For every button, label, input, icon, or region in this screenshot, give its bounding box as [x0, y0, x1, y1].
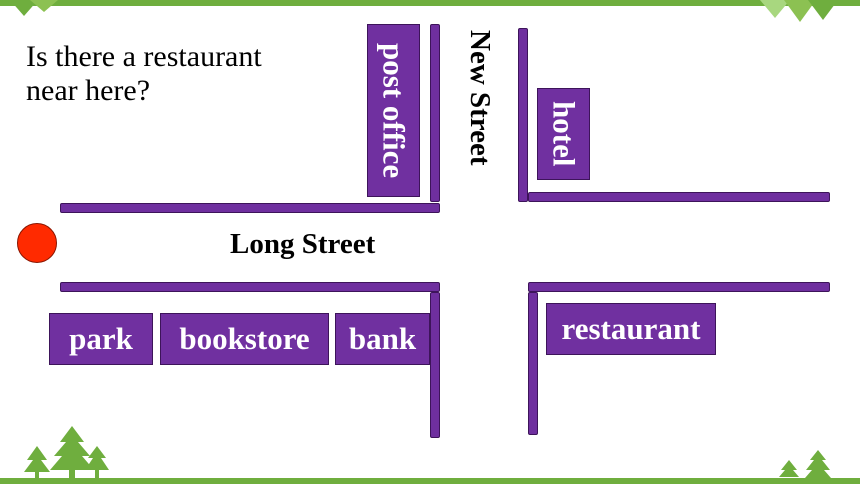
- bank-building: bank: [335, 313, 430, 365]
- park-building: park: [49, 313, 153, 365]
- bookstore-label: bookstore: [179, 321, 310, 356]
- road-bottom-right-horizontal: [528, 282, 830, 292]
- road-bottom-right-vertical: [528, 292, 538, 435]
- top-left-leaf-decoration: [10, 0, 58, 16]
- bank-label: bank: [348, 321, 417, 356]
- road-top-left-vertical: [430, 24, 440, 202]
- road-top-right-horizontal: [528, 192, 830, 202]
- road-bottom-left-horizontal: [60, 282, 440, 292]
- bookstore-building: bookstore: [160, 313, 329, 365]
- post-office-label: post office: [376, 42, 412, 179]
- road-top-left-horizontal: [60, 203, 440, 213]
- road-top-right-vertical: [518, 28, 528, 202]
- hotel-building: hotel: [537, 88, 590, 180]
- location-marker: [17, 223, 57, 263]
- restaurant-building: restaurant: [546, 303, 716, 355]
- post-office-building: post office: [367, 24, 420, 197]
- question-text: Is there a restaurant near here?: [26, 40, 262, 108]
- bottom-border: [0, 478, 860, 484]
- top-border: [0, 0, 860, 6]
- long-street-label: Long Street: [230, 228, 376, 260]
- road-bottom-left-vertical: [430, 292, 440, 438]
- top-right-leaf-decoration: [760, 0, 838, 22]
- park-label: park: [69, 321, 133, 356]
- tree-group-left-icon: [24, 426, 109, 479]
- question-line-1: Is there a restaurant: [26, 40, 262, 73]
- question-line-2: near here?: [26, 74, 151, 107]
- restaurant-label: restaurant: [561, 311, 701, 346]
- tree-group-right-icon: [779, 450, 831, 478]
- hotel-label: hotel: [546, 101, 582, 167]
- new-street-label: New Street: [464, 30, 496, 166]
